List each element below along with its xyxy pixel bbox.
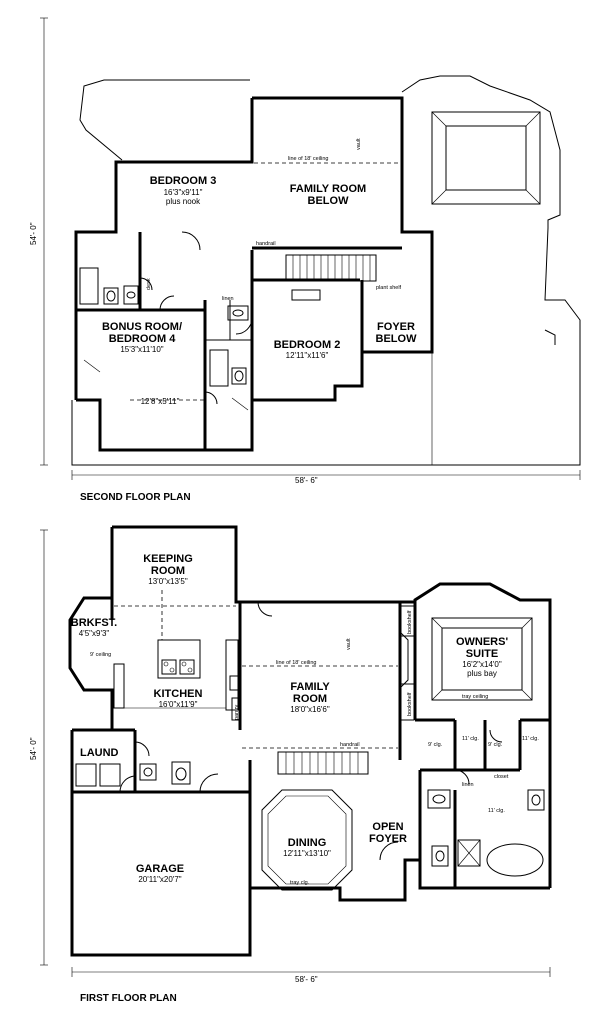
svg-text:16'2"x14'0": 16'2"x14'0" bbox=[462, 660, 502, 669]
svg-text:4'5"x9'3": 4'5"x9'3" bbox=[79, 629, 110, 638]
second-floor-handrail-note: handrail bbox=[256, 241, 276, 247]
svg-text:plus nook: plus nook bbox=[166, 197, 201, 206]
first-floor-vault-note: vault bbox=[346, 638, 352, 650]
first-floor-ceiling-note: line of 18' ceiling bbox=[276, 660, 317, 666]
plant-shelf-note: plant shelf bbox=[376, 285, 402, 291]
second-floor-linen-note: linen bbox=[222, 296, 234, 302]
nine-clg-note-left: 9' clg. bbox=[428, 742, 443, 748]
svg-text:GARAGE: GARAGE bbox=[136, 863, 184, 875]
second-floor-walls bbox=[74, 96, 434, 452]
first-floor-plan: 54'- 0" 58'- 6" bbox=[29, 525, 552, 1004]
bedroom3-label: BEDROOM 3 16'3"x9'11" plus nook bbox=[150, 175, 217, 206]
desk-note: desk bbox=[146, 278, 152, 290]
second-floor-width-label: 58'- 6" bbox=[295, 476, 318, 485]
nine-clg-note-mid: 9' clg. bbox=[488, 742, 503, 748]
keeping-room-label: KEEPING ROOM 13'0"x13'5" bbox=[143, 553, 193, 586]
first-floor-walls bbox=[68, 525, 552, 957]
closet-note: closet bbox=[494, 774, 509, 780]
owners-suite-label: OWNERS' SUITE 16'2"x14'0" plus bay bbox=[456, 636, 509, 678]
family-room-fireplace bbox=[399, 605, 415, 721]
first-floor-width-dimension: 58'- 6" bbox=[71, 967, 551, 984]
svg-text:18'0"x16'6": 18'0"x16'6" bbox=[290, 705, 330, 714]
svg-text:20'11"x20'7": 20'11"x20'7" bbox=[138, 875, 181, 884]
svg-text:FOYER: FOYER bbox=[369, 833, 407, 845]
second-floor-ceiling-note: line of 18' ceiling bbox=[288, 156, 329, 162]
second-floor-roof-outline bbox=[71, 75, 581, 466]
first-floor-stair bbox=[277, 751, 369, 775]
svg-text:13'0"x13'5": 13'0"x13'5" bbox=[148, 577, 188, 586]
bookshelf-note-upper: bookshelf bbox=[407, 610, 413, 634]
svg-text:ROOM: ROOM bbox=[293, 693, 327, 705]
bedroom2-label: BEDROOM 2 12'11"x11'6" bbox=[274, 339, 341, 360]
svg-text:BELOW: BELOW bbox=[376, 333, 418, 345]
garage-label: GARAGE 20'11"x20'7" bbox=[136, 863, 184, 884]
eleven-clg-note-left: 11' clg. bbox=[462, 736, 479, 742]
eleven-clg-note-right: 11' clg. bbox=[522, 736, 539, 742]
open-foyer-label: OPEN FOYER bbox=[369, 821, 407, 845]
laundry-label: LAUND bbox=[80, 747, 119, 759]
svg-text:BEDROOM 4: BEDROOM 4 bbox=[109, 333, 177, 345]
bonus-room-label: BONUS ROOM/ BEDROOM 4 15'3"x11'10" bbox=[102, 321, 182, 354]
first-floor-caption: FIRST FLOOR PLAN bbox=[80, 993, 177, 1004]
second-floor-depth-dimension: 54'- 0" bbox=[29, 17, 48, 466]
bonus-nook-size: 12'8"x5'11" bbox=[141, 397, 180, 406]
dining-label: DINING 12'11"x13'10" bbox=[283, 837, 331, 858]
second-floor-plan: 54'- 0" 58'- 6" bbox=[29, 17, 581, 503]
kitchen-fixtures bbox=[112, 639, 241, 721]
first-floor-handrail-note: handrail bbox=[340, 742, 360, 748]
family-room-label: FAMILY ROOM 18'0"x16'6" bbox=[290, 681, 330, 714]
svg-text:FOYER: FOYER bbox=[377, 321, 415, 333]
svg-text:BONUS ROOM/: BONUS ROOM/ bbox=[102, 321, 182, 333]
dining-octagon bbox=[261, 789, 353, 891]
svg-text:DINING: DINING bbox=[288, 837, 327, 849]
dining-tray bbox=[267, 795, 347, 885]
family-room-below-label: FAMILY ROOM BELOW bbox=[290, 183, 366, 207]
owners-bath-fixtures bbox=[427, 789, 545, 877]
svg-text:BELOW: BELOW bbox=[308, 195, 350, 207]
breakfast-label: BRKFST. 4'5"x9'3" bbox=[71, 617, 117, 638]
first-floor-depth-dimension: 54'- 0" bbox=[29, 529, 48, 966]
tray-clg-note: tray clg. bbox=[290, 880, 310, 886]
svg-text:OPEN: OPEN bbox=[372, 821, 403, 833]
svg-text:ROOM: ROOM bbox=[151, 565, 185, 577]
foyer-below-label: FOYER BELOW bbox=[376, 321, 418, 345]
svg-text:OWNERS': OWNERS' bbox=[456, 636, 509, 648]
svg-text:12'11"x11'6": 12'11"x11'6" bbox=[286, 351, 329, 360]
svg-text:BEDROOM 3: BEDROOM 3 bbox=[150, 175, 217, 187]
svg-text:12'11"x13'10": 12'11"x13'10" bbox=[283, 849, 331, 858]
second-floor-width-dimension: 58'- 6" bbox=[71, 470, 581, 485]
svg-text:KEEPING: KEEPING bbox=[143, 553, 193, 565]
second-floor-depth-label: 54'- 0" bbox=[29, 222, 38, 245]
first-floor-doors bbox=[119, 601, 503, 861]
kitchen-label: KITCHEN 16'0"x11'9" bbox=[154, 688, 203, 709]
svg-text:BRKFST.: BRKFST. bbox=[71, 617, 117, 629]
svg-text:15'3"x11'10": 15'3"x11'10" bbox=[120, 345, 163, 354]
second-floor-caption: SECOND FLOOR PLAN bbox=[80, 492, 191, 503]
second-floor-stair bbox=[285, 254, 377, 282]
svg-text:KITCHEN: KITCHEN bbox=[154, 688, 203, 700]
svg-text:16'0"x11'9": 16'0"x11'9" bbox=[159, 700, 198, 709]
bookshelf-note-lower: bookshelf bbox=[407, 692, 413, 716]
second-floor-fixtures bbox=[79, 267, 321, 411]
pantry-note: pantry bbox=[234, 704, 240, 720]
first-floor-depth-label: 54'- 0" bbox=[29, 737, 38, 760]
svg-text:plus bay: plus bay bbox=[467, 669, 497, 678]
owners-suite-tray bbox=[431, 617, 533, 701]
owners-linen-note: linen bbox=[462, 782, 474, 788]
first-floor-width-label: 58'- 6" bbox=[295, 975, 318, 984]
eleven-clg-note-bath: 11' clg. bbox=[488, 808, 505, 814]
nine-ceiling-note: 9' ceiling bbox=[90, 652, 111, 658]
second-floor-vault-note: vault bbox=[356, 138, 362, 150]
second-floor-doors bbox=[139, 231, 253, 405]
svg-text:SUITE: SUITE bbox=[466, 648, 498, 660]
svg-text:BEDROOM 2: BEDROOM 2 bbox=[274, 339, 341, 351]
svg-text:FAMILY ROOM: FAMILY ROOM bbox=[290, 183, 366, 195]
laundry-powder-fixtures bbox=[75, 761, 191, 787]
svg-text:16'3"x9'11": 16'3"x9'11" bbox=[164, 188, 203, 197]
tray-ceiling-note: tray ceiling bbox=[462, 694, 488, 700]
svg-text:FAMILY: FAMILY bbox=[290, 681, 330, 693]
